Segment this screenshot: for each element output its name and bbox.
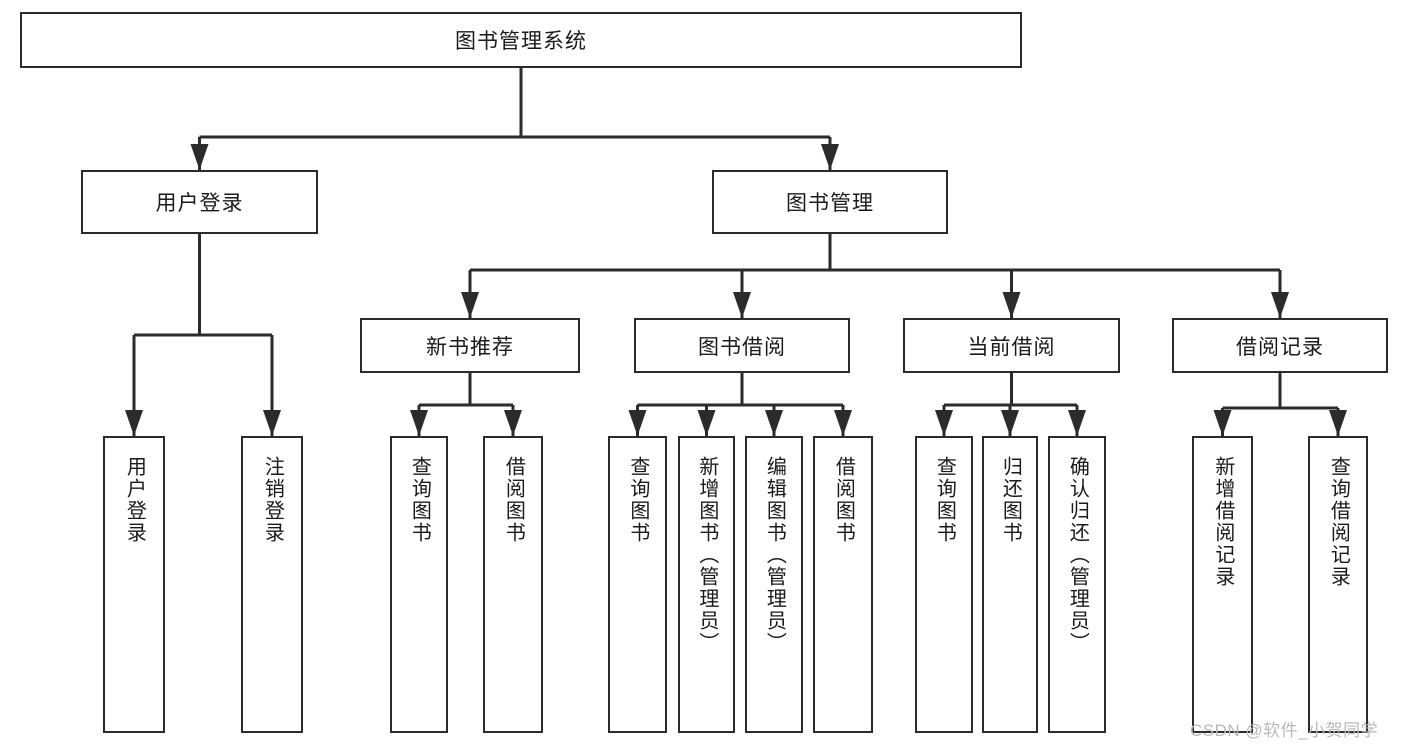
arrow-head-icon <box>1213 410 1232 436</box>
node-label: 新增图书（管理员） <box>695 456 718 654</box>
node-records[interactable]: 借阅记录 <box>1172 318 1388 373</box>
node-label: 注销登录 <box>261 456 284 544</box>
arrow-head-icon <box>410 410 428 436</box>
arrow-head-icon <box>461 292 479 318</box>
node-label: 借阅图书 <box>502 456 525 544</box>
node-newrec[interactable]: 新书推荐 <box>360 318 580 373</box>
node-l-q3[interactable]: 查询图书 <box>915 436 973 733</box>
arrow-head-icon <box>765 410 783 436</box>
node-l-b2[interactable]: 借阅图书 <box>813 436 873 733</box>
node-l-add[interactable]: 新增图书（管理员） <box>678 436 735 733</box>
arrow-head-icon <box>935 410 953 436</box>
arrow-head-icon <box>697 410 716 436</box>
arrow-head-icon <box>1068 410 1086 436</box>
node-label: 查询图书 <box>933 456 956 544</box>
node-login[interactable]: 用户登录 <box>81 170 318 234</box>
node-l-userlogin[interactable]: 用户登录 <box>103 436 165 733</box>
node-label: 图书管理系统 <box>455 30 587 53</box>
node-borrow[interactable]: 图书借阅 <box>634 318 850 373</box>
node-l-return[interactable]: 归还图书 <box>982 436 1038 733</box>
arrow-head-icon <box>1271 292 1289 318</box>
arrow-head-icon <box>628 410 647 436</box>
node-l-addrec[interactable]: 新增借阅记录 <box>1192 436 1253 733</box>
node-label: 图书借阅 <box>698 335 786 359</box>
arrow-head-icon <box>504 410 522 436</box>
node-label: 编辑图书（管理员） <box>763 456 786 654</box>
arrow-head-icon <box>263 410 281 436</box>
node-label: 归还图书 <box>999 456 1022 544</box>
arrow-head-icon <box>1002 292 1021 318</box>
node-label: 确认归还（管理员） <box>1066 456 1089 654</box>
node-bookmgmt[interactable]: 图书管理 <box>712 170 948 234</box>
node-l-qrec[interactable]: 查询借阅记录 <box>1308 436 1368 733</box>
node-root[interactable]: 图书管理系统 <box>20 12 1022 68</box>
node-label: 当前借阅 <box>967 335 1056 359</box>
arrow-head-icon <box>821 144 839 170</box>
node-label: 查询图书 <box>408 456 431 544</box>
node-label: 图书管理 <box>786 192 874 215</box>
node-label: 用户登录 <box>123 456 146 544</box>
node-label: 查询图书 <box>626 456 649 544</box>
arrow-head-icon <box>190 144 209 170</box>
arrow-head-icon <box>733 292 751 318</box>
node-l-q1[interactable]: 查询图书 <box>390 436 448 733</box>
node-l-logout[interactable]: 注销登录 <box>241 436 303 733</box>
node-label: 新书推荐 <box>426 335 514 359</box>
node-l-confirm[interactable]: 确认归还（管理员） <box>1048 436 1106 733</box>
node-label: 新增借阅记录 <box>1211 456 1234 588</box>
node-label: 用户登录 <box>155 192 244 215</box>
node-current[interactable]: 当前借阅 <box>903 318 1120 373</box>
arrow-head-icon <box>834 410 852 436</box>
arrow-head-icon <box>1329 410 1347 436</box>
node-l-edit[interactable]: 编辑图书（管理员） <box>745 436 803 733</box>
node-label: 借阅图书 <box>832 456 855 544</box>
node-l-b1[interactable]: 借阅图书 <box>483 436 543 733</box>
node-l-q2[interactable]: 查询图书 <box>608 436 667 733</box>
node-label: 查询借阅记录 <box>1327 456 1350 588</box>
arrow-head-icon <box>1001 410 1019 436</box>
node-label: 借阅记录 <box>1236 335 1324 359</box>
arrow-head-icon <box>125 410 143 436</box>
